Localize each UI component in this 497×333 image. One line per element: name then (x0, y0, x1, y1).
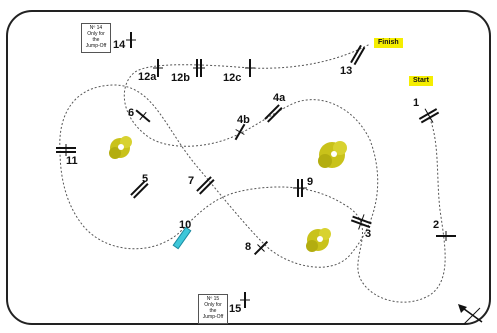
label-14: 14 (113, 39, 126, 51)
finish-flag: Finish (374, 38, 403, 48)
jump-off-note-15: Nº 15 Only for the Jump-Off (198, 294, 228, 324)
label-8: 8 (245, 241, 252, 253)
jump-4b (234, 123, 246, 141)
label-5: 5 (142, 173, 149, 185)
jump-12c (245, 59, 255, 77)
jump-14 (126, 32, 136, 48)
label-4b: 4b (237, 114, 250, 126)
jump-off-note-14: Nº 14 Only for the Jump-Off (81, 23, 111, 53)
label-9: 9 (307, 176, 314, 188)
arena-boundary (6, 10, 491, 325)
jump-11 (56, 144, 76, 156)
label-12c: 12c (223, 72, 242, 84)
north-arrow-icon (458, 304, 483, 325)
jump-13 (350, 44, 366, 66)
jump-12a (153, 59, 163, 77)
label-2: 2 (433, 219, 440, 231)
jump-8 (253, 240, 269, 256)
label-6: 6 (128, 107, 135, 119)
tree-center (318, 141, 347, 168)
route-path (59, 43, 446, 303)
start-flag: Start (409, 76, 433, 86)
label-4a: 4a (273, 92, 286, 104)
tree-right (306, 228, 331, 252)
label-11: 11 (66, 155, 78, 167)
jump-1 (418, 108, 440, 124)
water-jump-10 (172, 226, 192, 250)
jump-6 (135, 109, 151, 123)
label-10: 10 (179, 219, 192, 231)
jump-7 (196, 176, 215, 195)
label-12a: 12a (138, 71, 157, 83)
jump-15 (240, 292, 250, 308)
label-15: 15 (229, 303, 242, 315)
label-7: 7 (188, 175, 195, 187)
jump-12b (193, 59, 205, 77)
jump-5 (130, 180, 149, 199)
label-12b: 12b (171, 72, 190, 84)
tree-left (109, 136, 132, 159)
jump-2 (436, 231, 456, 241)
jump-9 (293, 179, 307, 197)
label-13: 13 (340, 65, 353, 77)
jump-4a (264, 104, 283, 123)
jump-3 (350, 214, 372, 230)
label-1: 1 (413, 97, 420, 109)
label-3: 3 (365, 228, 372, 240)
